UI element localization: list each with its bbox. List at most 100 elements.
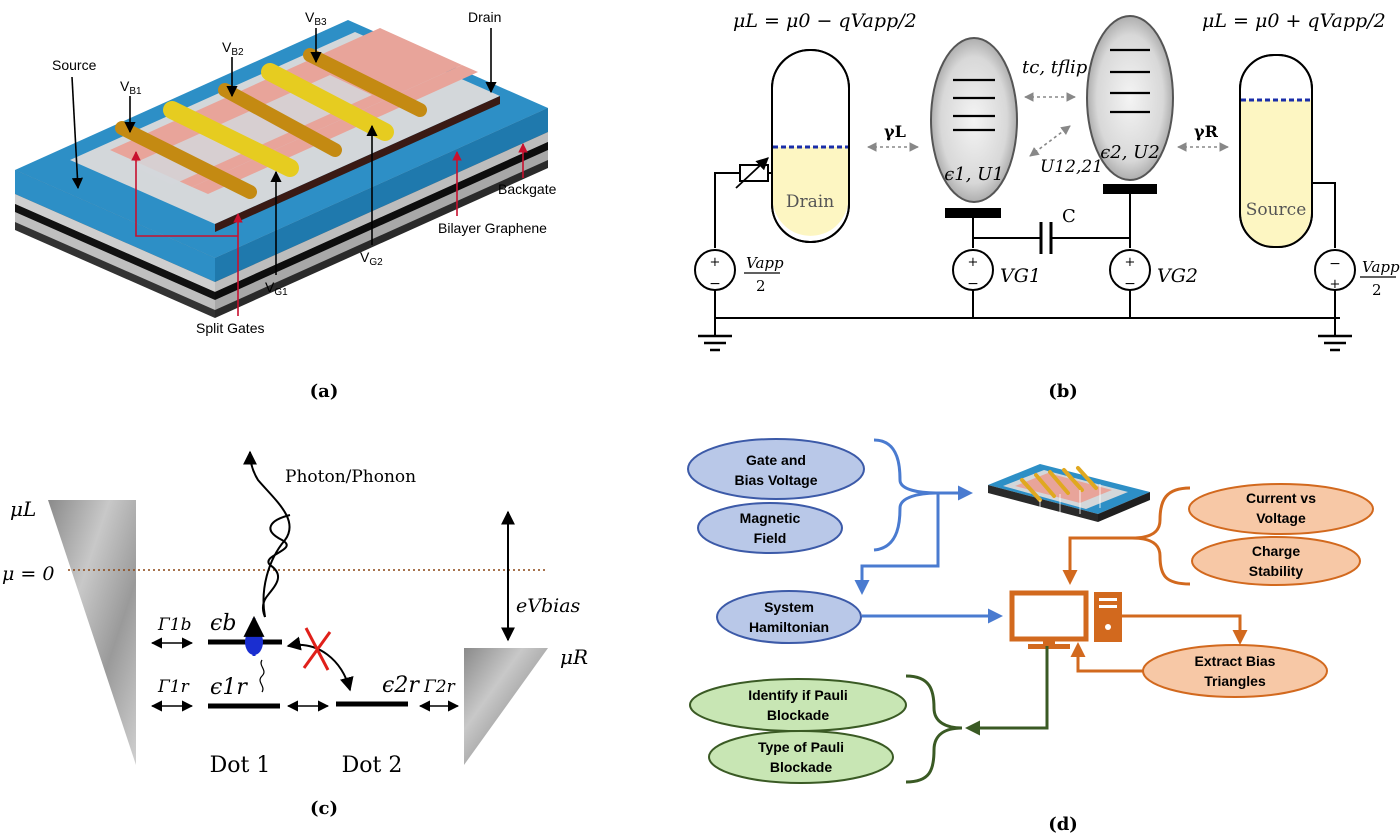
arrow-to-classification	[965, 646, 1049, 736]
label-vg2: VG2	[360, 249, 383, 268]
eps-b-label: ϵb	[210, 611, 236, 636]
label-bilayer: Bilayer Graphene	[438, 220, 547, 236]
mu-l-label: μL	[10, 497, 36, 521]
caption-a: (a)	[310, 381, 339, 402]
label-split-gates: Split Gates	[196, 320, 264, 336]
gate-plate-2	[1103, 184, 1157, 194]
circuit-wires	[714, 172, 1340, 335]
u12-arrow	[1029, 125, 1071, 157]
cap-label: C	[1062, 206, 1076, 227]
backgate-layer-right	[215, 150, 548, 310]
node-magnetic	[697, 502, 843, 554]
graphene-side	[215, 96, 500, 232]
vapp-right-den: 2	[1372, 281, 1382, 299]
node-type-line1: Type of Pauli	[758, 739, 844, 755]
node-charge-line1: Charge	[1252, 543, 1300, 559]
drain-label: Drain	[786, 192, 834, 212]
mu-zero-label: μ = 0	[2, 563, 54, 585]
ev-bias-label: eVbias	[516, 595, 581, 617]
gate-vb2	[218, 83, 342, 157]
arrow-extract-to-computer	[1070, 642, 1143, 673]
eps-1r-label: ϵ1r	[210, 675, 248, 700]
arrow-to-hamiltonian	[854, 493, 940, 595]
vg2-label: VG2	[1157, 265, 1198, 287]
node-current	[1188, 483, 1374, 535]
source-label: Source	[1246, 200, 1307, 220]
drain-outline	[771, 49, 850, 243]
node-identify-line2: Blockade	[767, 707, 829, 723]
label-vb1: VB1	[120, 78, 142, 97]
mu-right-eq: μL = μ0 + qVapp/2	[1202, 10, 1386, 32]
label-drain: Drain	[468, 9, 501, 25]
panel-d-flowchart: Gate and Bias Voltage Magnetic Field	[687, 438, 1374, 784]
gamma-1r-label: Γ1r	[157, 677, 190, 697]
photon-arrow	[243, 450, 291, 618]
mu-left-eq: μL = μ0 − qVapp/2	[733, 10, 917, 32]
variable-resistor	[739, 164, 769, 182]
svg-text:−: −	[967, 276, 979, 292]
left-lead-triangle	[48, 500, 136, 765]
panel-b-circuit: μL = μ0 − qVapp/2 μL = μ0 + qVapp/2 Drai…	[694, 10, 1400, 352]
backgate-layer-left	[15, 212, 215, 310]
dot1-levels	[953, 78, 995, 132]
graphite-right	[215, 142, 548, 300]
node-current-line1: Current vs	[1246, 490, 1316, 506]
device-thumbnail	[988, 464, 1150, 522]
svg-text:+: +	[1125, 255, 1136, 270]
capacitor	[1039, 222, 1053, 254]
svg-text:−: −	[709, 276, 721, 292]
label-source: Source	[52, 57, 97, 73]
blocked-transition	[286, 636, 354, 692]
node-hamiltonian-line2: Hamiltonian	[749, 619, 829, 635]
vapp-left-num: Vapp	[746, 254, 784, 272]
vg1-label: VG1	[1000, 265, 1041, 287]
dot1-ellipse	[930, 37, 1018, 203]
relax-wave	[259, 659, 265, 693]
vsource-vg1: + −	[952, 249, 994, 292]
oxide-right	[215, 132, 548, 292]
svg-text:−: −	[1329, 256, 1341, 272]
node-gate-bias-line2: Bias Voltage	[735, 472, 818, 488]
oxide-left	[15, 194, 215, 292]
svg-text:+: +	[1330, 277, 1341, 292]
node-hamiltonian-line1: System	[764, 599, 814, 615]
node-gate-bias-line1: Gate and	[746, 452, 806, 468]
node-hamiltonian	[716, 590, 862, 644]
dot2-levels	[1110, 48, 1150, 114]
ground-left	[698, 334, 732, 352]
node-extract-line1: Extract Bias	[1195, 653, 1276, 669]
node-type-line2: Blockade	[770, 759, 832, 775]
source-outline	[1239, 54, 1313, 248]
caption-b: (b)	[1048, 381, 1078, 402]
gate-vg2	[261, 63, 394, 141]
gate-vb1	[115, 121, 257, 199]
dot2-caption: Dot 2	[342, 753, 403, 778]
resistor-arrow	[735, 157, 769, 189]
vapp-right-num: Vapp	[1362, 258, 1400, 276]
svg-text:+: +	[710, 255, 721, 270]
label-vg1: VG1	[265, 279, 288, 298]
caption-d: (d)	[1048, 814, 1078, 835]
panel-a-device: Source Drain VB1 VB2 VB3 VG1 VG2 Bilayer…	[15, 9, 557, 336]
gamma-1b-label: Γ1b	[157, 615, 192, 635]
node-type	[708, 730, 894, 784]
arrow-to-computer	[1062, 536, 1132, 585]
node-charge	[1191, 536, 1361, 586]
gamma-r-label: γR	[1194, 122, 1219, 141]
drain-fill	[773, 147, 848, 236]
arrow-source	[71, 76, 84, 190]
dot1-caption: Dot 1	[210, 753, 271, 778]
dot1-label: ϵ1, U1	[944, 164, 1004, 185]
arrow-to-extract	[1122, 614, 1248, 645]
source-fill	[1241, 100, 1311, 247]
vsource-left: + −	[694, 249, 736, 292]
svg-text:−: −	[1124, 276, 1136, 292]
ground-right	[1318, 334, 1352, 352]
dot2-label: ϵ2, U2	[1100, 142, 1160, 163]
panel-c-energy: μL μR μ = 0 eVbias Photon/Phonon ϵb ϵ1r …	[2, 450, 588, 778]
brace-inputs	[873, 438, 937, 552]
node-gate-bias	[687, 438, 865, 500]
photon-label: Photon/Phonon	[285, 467, 416, 487]
gate-vb3	[303, 48, 427, 117]
